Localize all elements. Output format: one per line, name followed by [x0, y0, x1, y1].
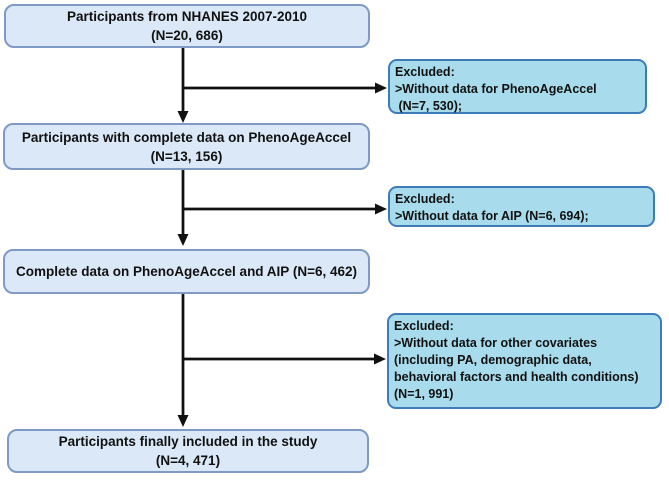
box-excluded-phenoageaccel: Excluded: >Without data for PhenoAgeAcce…	[388, 59, 647, 114]
box-text-line: (N=13, 156)	[150, 148, 223, 164]
box-excluded-aip: Excluded: >Without data for AIP (N=6, 69…	[388, 186, 655, 227]
arrow-down-3-icon	[177, 294, 189, 427]
box-text-line: >Without data for AIP (N=6, 694);	[395, 209, 589, 223]
arrow-right-3-icon	[183, 353, 386, 365]
box-text-line: (N=4, 471)	[155, 453, 221, 468]
box-text-line: Excluded:	[394, 319, 454, 333]
arrow-down-1-icon	[177, 47, 189, 123]
box-text-line: Excluded:	[395, 65, 455, 79]
box-final-included: Participants finally included in the stu…	[7, 429, 369, 473]
box-text-line: (N=1, 991)	[394, 387, 454, 401]
box-text-line: (including PA, demographic data,	[394, 353, 592, 367]
box-complete-phenoageaccel: Participants with complete data on Pheno…	[3, 123, 370, 170]
box-excluded-covariates: Excluded: >Without data for other covari…	[387, 313, 662, 409]
arrow-right-1-icon	[183, 82, 387, 94]
arrow-right-2-icon	[183, 203, 387, 215]
box-text-line: >Without data for other covariates	[394, 336, 598, 350]
box-participants-nhanes: Participants from NHANES 2007-2010 (N=20…	[4, 4, 370, 48]
box-text-line: Participants finally included in the stu…	[58, 434, 318, 449]
box-text-line: Complete data on PhenoAgeAccel and AIP (…	[16, 264, 357, 279]
box-complete-phenoageaccel-aip: Complete data on PhenoAgeAccel and AIP (…	[3, 249, 370, 294]
box-text-line: >Without data for PhenoAgeAccel	[395, 82, 597, 96]
box-text-line: behavioral factors and health conditions…	[394, 370, 639, 384]
box-text-line: Participants from NHANES 2007-2010	[66, 9, 308, 24]
arrow-down-2-icon	[177, 170, 189, 246]
box-text-line: Excluded:	[395, 192, 455, 206]
box-text-line: (N=20, 686)	[151, 28, 223, 43]
box-text-line: Participants with complete data on Pheno…	[21, 129, 352, 145]
box-text-line: (N=7, 530);	[395, 99, 463, 113]
